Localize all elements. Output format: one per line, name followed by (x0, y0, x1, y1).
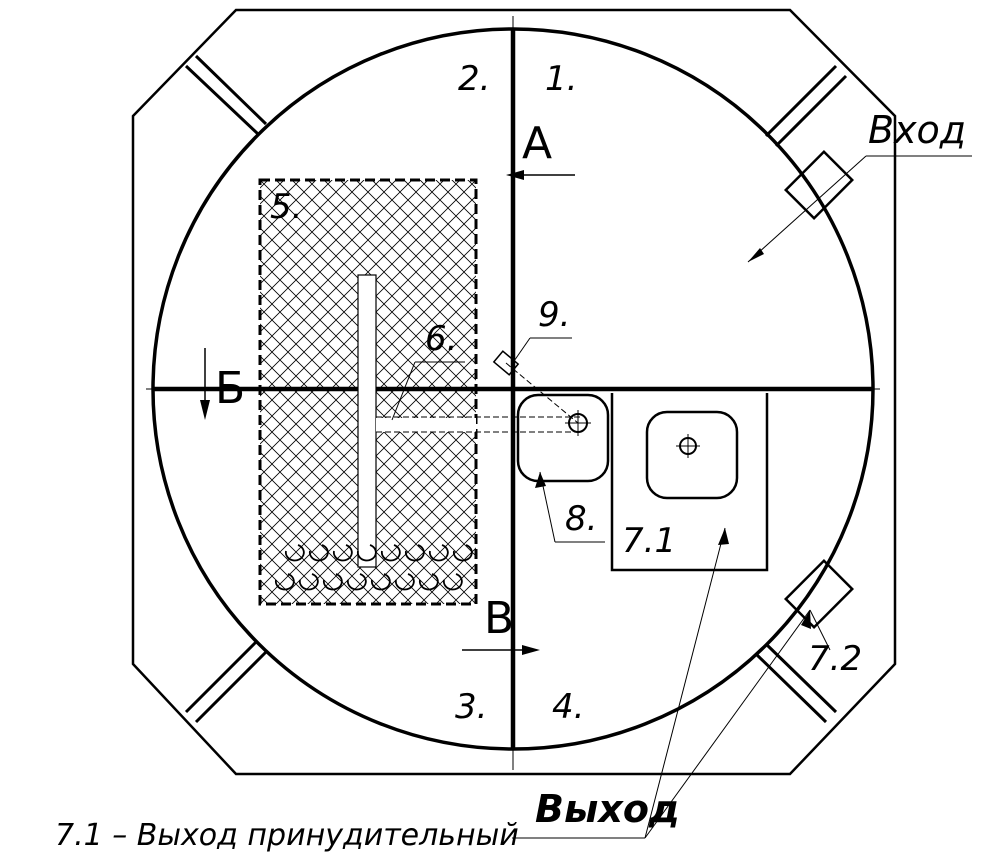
label-item-6: 6. (425, 319, 457, 359)
coil-rubble (274, 544, 473, 591)
corner-brace-bl (184, 640, 258, 714)
corner-brace-tl (184, 64, 260, 136)
label-section-a: А (522, 118, 552, 169)
exit-71-arrowhead (718, 528, 729, 545)
label-exit: Выход (535, 787, 680, 831)
corner-brace-tr (764, 64, 838, 138)
box-7-1 (610, 393, 769, 572)
corner-brace-tr-b (774, 74, 848, 148)
outer-frame (131, 8, 897, 776)
section-b-arrow (200, 348, 210, 420)
label-sector-3: 3. (455, 687, 487, 727)
label-section-b: Б (215, 363, 245, 414)
exit-72-arrowhead (801, 610, 811, 629)
corner-brace-br-b (754, 652, 828, 724)
label-item-7-1: 7.1 (622, 521, 676, 561)
entrance-hatch (783, 149, 855, 221)
leader-lines (391, 155, 972, 839)
exit-hatch-7-2 (783, 558, 855, 630)
label-sector-4: 4. (552, 687, 584, 727)
label-item-7-2: 7.2 (808, 639, 862, 679)
box-7-1-inner (645, 410, 739, 500)
section-v-arrow (462, 645, 540, 655)
item8-arrowhead (535, 472, 546, 488)
label-zone-5: 5. (270, 187, 302, 227)
horizontal-channel (376, 418, 476, 432)
label-item-9: 9. (538, 295, 570, 335)
vertical-pipe (357, 274, 377, 568)
corner-brace-tl-b (194, 54, 268, 126)
corner-brace-bl-b (194, 650, 268, 724)
label-section-v: В (484, 593, 514, 644)
tank-8 (516, 393, 610, 483)
section-a-arrow (506, 170, 575, 180)
label-sector-2: 2. (458, 59, 490, 99)
label-sector-1: 1. (545, 59, 577, 99)
entrance-arrowhead (748, 248, 764, 262)
item-9-marker (492, 350, 579, 424)
label-item-8: 8. (565, 499, 597, 539)
label-entrance: Вход (868, 108, 966, 152)
legend-text: 7.1 – Выход принудительный (55, 818, 519, 853)
